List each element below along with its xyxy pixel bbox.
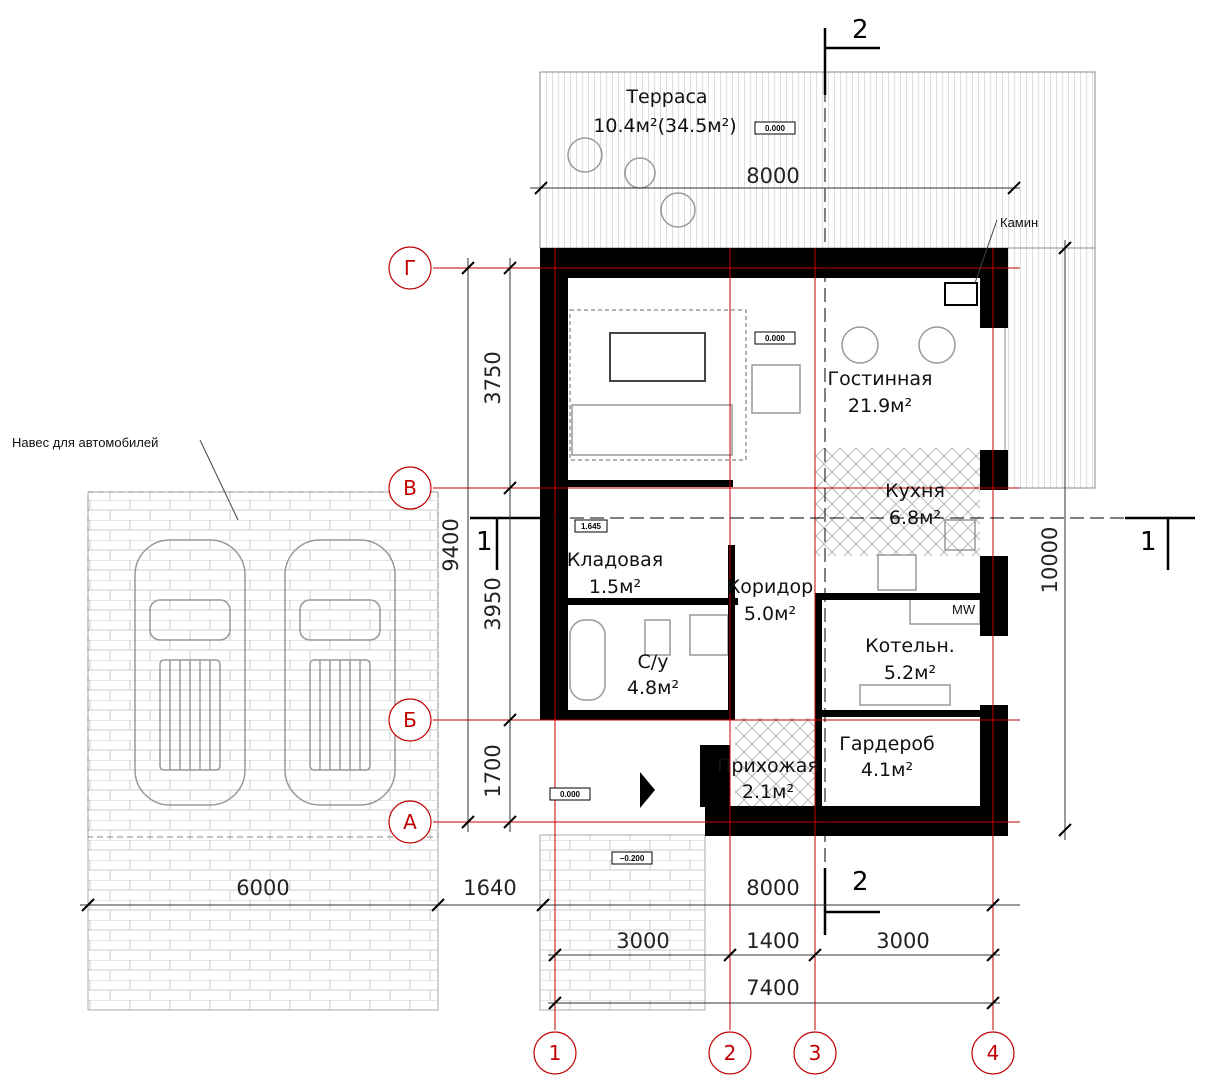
section-lines (470, 28, 1195, 935)
room-living-area: 21.9м² (848, 395, 912, 417)
car-icon (284, 539, 396, 806)
dim-right-total: 10000 (1038, 527, 1062, 594)
room-hallway-area: 2.1м² (742, 781, 794, 803)
room-living-name: Гостинная (828, 368, 933, 390)
level-porch: −0.200 (620, 854, 645, 863)
axis-col-3: 3 (809, 1041, 822, 1065)
dim-left-b-a: 1700 (481, 744, 505, 797)
dim-house-width: 8000 (746, 876, 799, 900)
carport: Навес для автомобилей (12, 435, 439, 1011)
axis-bubbles (388, 246, 1015, 1075)
grid-axes (433, 248, 1020, 1030)
room-boiler-area: 5.2м² (884, 662, 936, 684)
dim-terrace-width: 8000 (746, 164, 799, 188)
entry-arrow-icon (640, 772, 655, 808)
dim-left-g-v: 3750 (481, 351, 505, 404)
walls (540, 248, 1008, 836)
section-1-left: 1 (476, 527, 493, 557)
room-kitchen-name: Кухня (885, 480, 945, 502)
dim-gap: 1640 (463, 876, 516, 900)
axis-col-1: 1 (549, 1041, 562, 1065)
dimension-ticks (81, 181, 1072, 1010)
level-living: 0.000 (765, 334, 786, 343)
room-terrace-area: 10.4м²(34.5м²) (593, 115, 736, 137)
room-boiler-name: Котельн. (865, 635, 955, 657)
axis-row-v: В (403, 476, 417, 500)
terrace (539, 71, 1096, 489)
room-storage-name: Кладовая (567, 549, 663, 571)
room-terrace-name: Терраса (625, 86, 707, 108)
section-2-top: 2 (852, 15, 869, 45)
room-kitchen-area: 6.8м² (889, 507, 941, 529)
hallway-floor (735, 718, 815, 806)
kitchen-floor (815, 448, 980, 556)
dim-carport-width: 6000 (236, 876, 289, 900)
section-2-bottom: 2 (852, 867, 869, 897)
room-bathroom-name: С/у (638, 651, 669, 673)
axis-col-2: 2 (724, 1041, 737, 1065)
room-corridor-area: 5.0м² (744, 603, 796, 625)
fireplace-label: Камин (1000, 215, 1038, 230)
room-storage-area: 1.5м² (589, 576, 641, 598)
room-corridor-name: Коридор (727, 576, 813, 598)
dim-left-total: 9400 (439, 518, 463, 571)
carport-label: Навес для автомобилей (12, 435, 158, 450)
axis-col-4: 4 (987, 1041, 1000, 1065)
dim-bay-1-2: 3000 (616, 929, 669, 953)
dim-bay-2-3: 1400 (746, 929, 799, 953)
car-icon (134, 539, 246, 806)
mw-label: MW (952, 602, 976, 617)
room-bathroom-area: 4.8м² (627, 677, 679, 699)
section-1-right: 1 (1140, 527, 1157, 557)
level-terrace: 0.000 (765, 124, 786, 133)
level-marks (549, 121, 796, 865)
dim-total-1-4: 7400 (746, 976, 799, 1000)
room-wardrobe-area: 4.1м² (861, 759, 913, 781)
axis-row-g: Г (404, 256, 416, 280)
room-hallway-name: Прихожая (717, 755, 819, 777)
room-wardrobe-name: Гардероб (839, 733, 935, 755)
level-entrance: 0.000 (560, 790, 581, 799)
level-storage: 1.645 (581, 522, 602, 531)
dimension-lines (80, 187, 1066, 1004)
furniture (569, 309, 981, 706)
dim-bay-3-4: 3000 (876, 929, 929, 953)
axis-row-b: Б (403, 708, 417, 732)
axis-row-a: А (403, 810, 417, 834)
dim-left-v-b: 3950 (481, 577, 505, 630)
